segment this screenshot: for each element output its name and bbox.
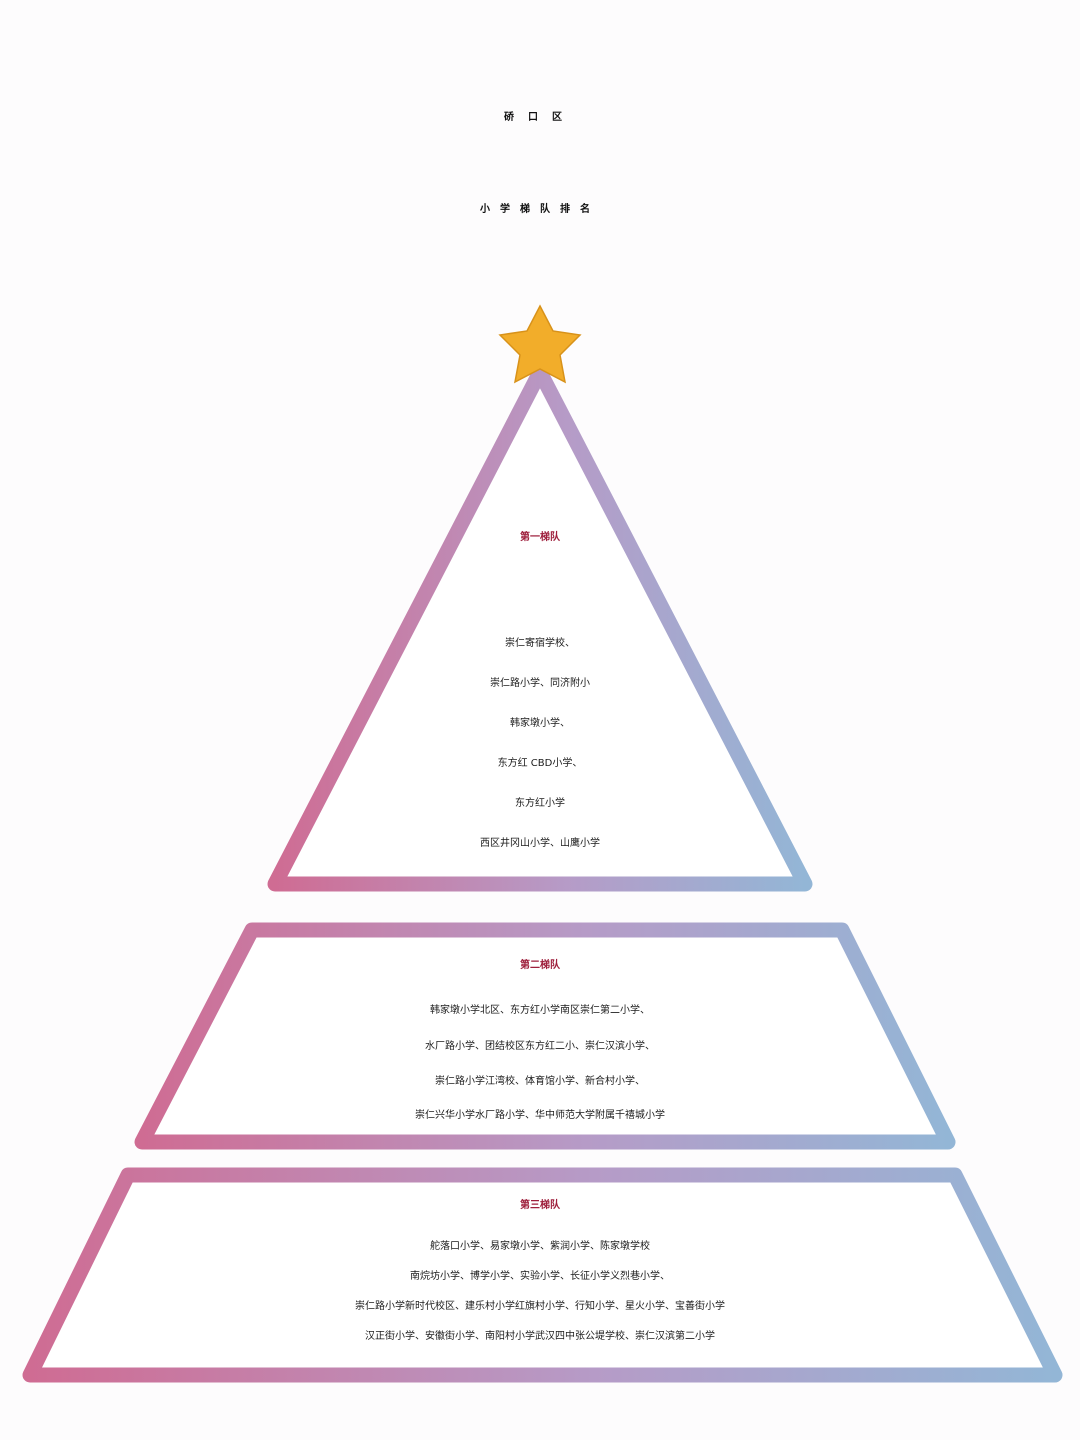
tier3-school-line: 南烷坊小学、博学小学、实验小学、长征小学义烈巷小学、 [410, 1271, 670, 1282]
tier3-school-line: 汉正街小学、安徽街小学、南阳村小学武汉四中张公堤学校、崇仁汉滨第二小学 [365, 1331, 715, 1342]
tier2-school-line: 崇仁兴华小学水厂路小学、华中师范大学附属千禧城小学 [415, 1110, 665, 1121]
tier1-heading: 第一梯队 [520, 532, 560, 543]
title-district: 硚口区 [504, 112, 576, 123]
tier2-school-line: 韩家墩小学北区、东方红小学南区崇仁第二小学、 [430, 1005, 650, 1016]
tier2-school-line: 崇仁路小学江湾校、体育馆小学、新合村小学、 [435, 1076, 645, 1087]
tier3-heading: 第三梯队 [520, 1200, 560, 1211]
tier1-school-line: 西区井冈山小学、山鹰小学 [480, 838, 600, 849]
star-icon [498, 304, 582, 384]
tier2-school-line: 水厂路小学、团结校区东方红二小、崇仁汉滨小学、 [425, 1041, 655, 1052]
tier1-school-line: 东方红 CBD小学、 [497, 758, 583, 769]
tier3-school-line: 舵落口小学、易家墩小学、紫润小学、陈家墩学校 [430, 1241, 650, 1252]
tier1-school-line: 崇仁路小学、同济附小 [490, 678, 590, 689]
tier3-trapezoid [22, 1167, 1063, 1383]
tier2-trapezoid [134, 922, 956, 1150]
tier1-triangle [267, 364, 813, 892]
tier1-school-line: 韩家墩小学、 [510, 718, 570, 729]
tier1-school-line: 崇仁寄宿学校、 [505, 638, 575, 649]
tier1-school-line: 东方红小学 [515, 798, 565, 809]
tier3-school-line: 崇仁路小学新时代校区、建乐村小学红旗村小学、行知小学、星火小学、宝善街小学 [355, 1301, 725, 1312]
title-main: 小学梯队排名 [480, 204, 600, 215]
tier2-heading: 第二梯队 [520, 960, 560, 971]
